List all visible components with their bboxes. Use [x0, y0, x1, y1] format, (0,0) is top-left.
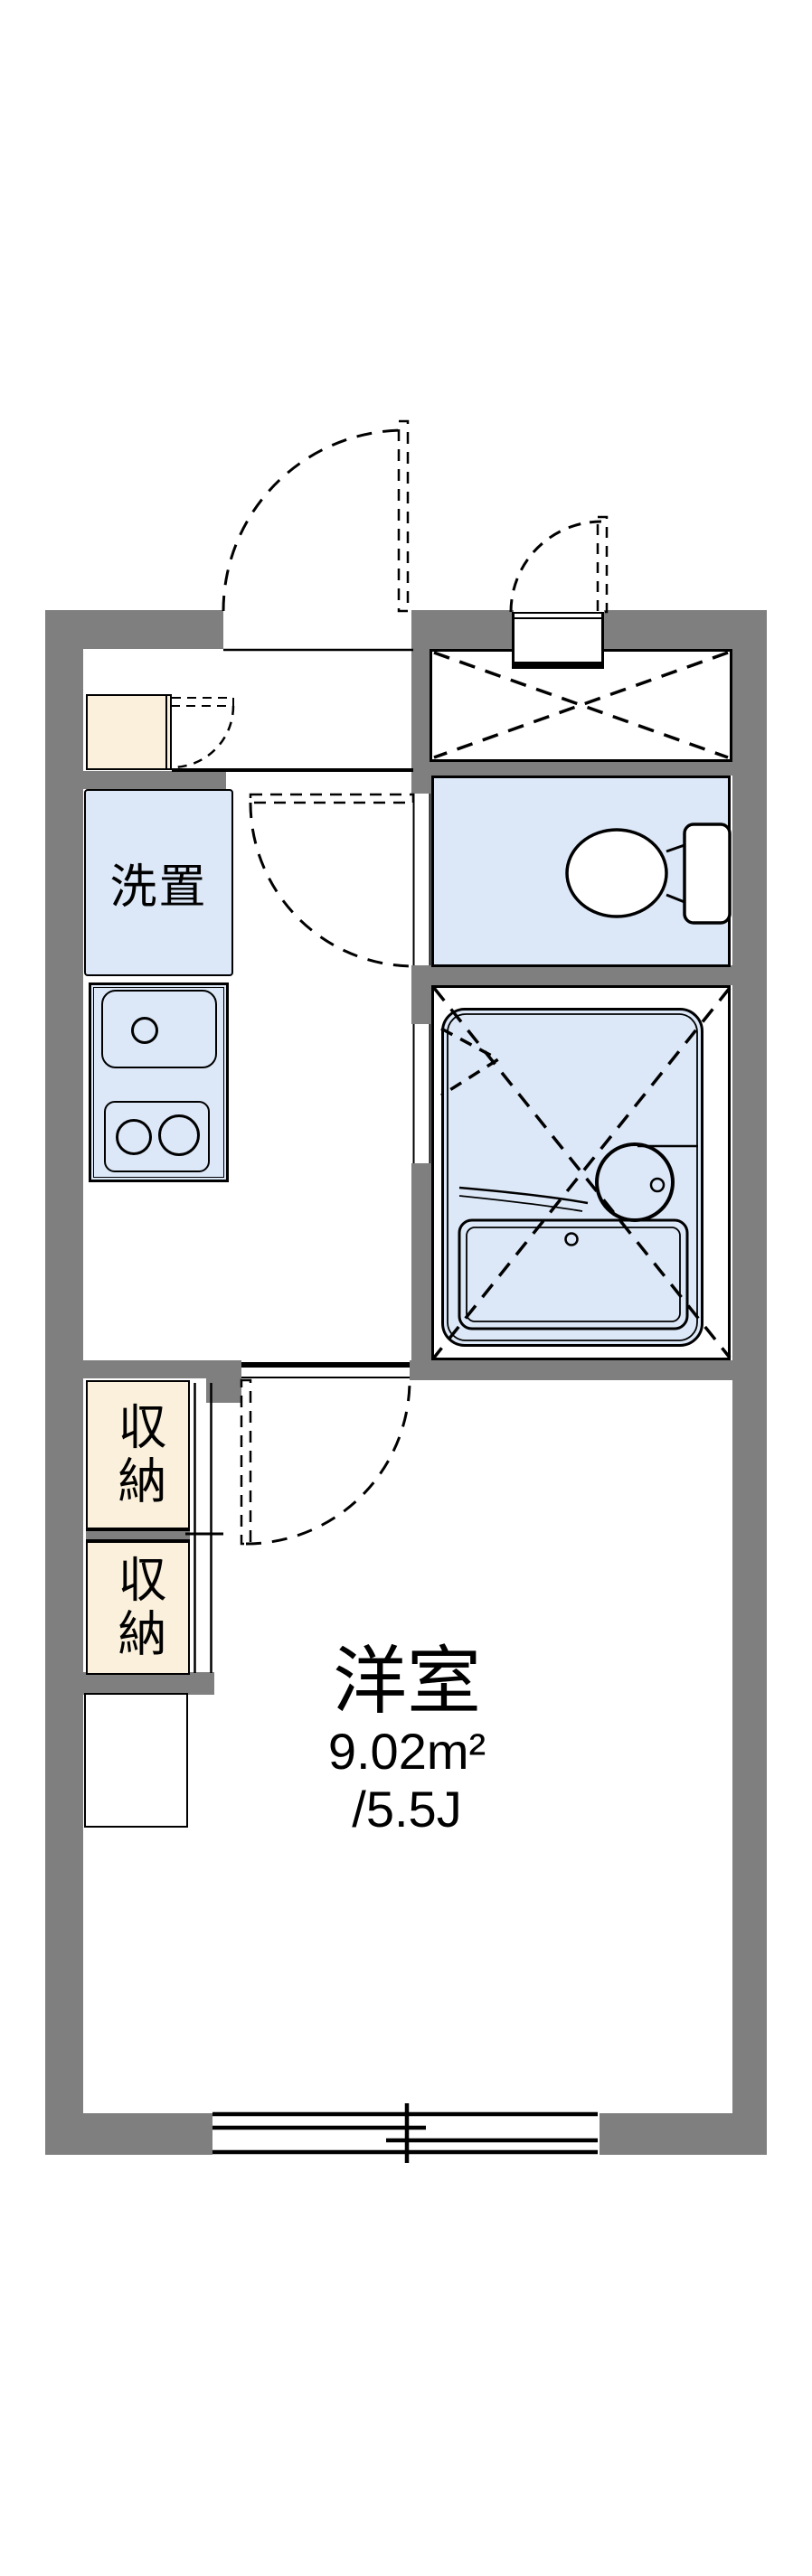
entrance-door-swing: [222, 419, 410, 613]
unit-bath: [441, 1008, 703, 1347]
window-sliding: [212, 2111, 598, 2157]
wall-hall-room: [79, 1358, 244, 1381]
service-door-swing: [509, 515, 609, 614]
wall-left: [42, 607, 86, 2158]
room-door-swing: [240, 1378, 411, 1546]
wall-storage-stub: [79, 1669, 217, 1697]
storage-upper: [86, 1380, 190, 1529]
room-area-tatami: /5.5J: [352, 1781, 462, 1838]
wall-hall-divider-lower: [409, 1161, 434, 1365]
room-door-head: [241, 1362, 410, 1368]
wall-genkan-stub: [79, 768, 229, 792]
storage-divider: [86, 1529, 190, 1541]
toilet-door-swing: [249, 793, 415, 968]
kitchen-sink: [101, 990, 217, 1068]
kitchen-unit-inner-line: [93, 987, 224, 1178]
room-area-sqm: 9.02m²: [327, 1723, 486, 1780]
wall-toilet-bath: [409, 963, 737, 988]
counter: [84, 1693, 188, 1828]
toilet-room: [431, 776, 731, 967]
main-room-label: 洋室 9.02m² /5.5J: [280, 1641, 533, 1838]
faucet-icon: [131, 1017, 158, 1044]
stove-burner-left-icon: [116, 1119, 152, 1155]
service-door-recess: [512, 612, 604, 669]
shoe-cabinet: [86, 694, 172, 770]
storage-lower: [86, 1541, 190, 1675]
wall-bottom-right: [597, 2111, 770, 2158]
wall-hall-room-tab: [203, 1376, 244, 1406]
laundry-area: [84, 789, 233, 976]
wall-bath-room: [407, 1358, 737, 1383]
storage-upper-label: 収納: [110, 1400, 165, 1509]
storage-lower-label: 収納: [110, 1554, 165, 1662]
stove-burner-right-icon: [158, 1114, 200, 1156]
storage-sliding-doors: [185, 1383, 223, 1673]
laundry-label: 洗置: [109, 861, 208, 914]
kitchen-unit: [89, 982, 229, 1182]
wall-right: [730, 607, 770, 2158]
shoe-cabinet-door-swing: [165, 696, 235, 769]
room-name: 洋室: [332, 1641, 481, 1723]
wall-bottom-left: [42, 2111, 215, 2158]
kitchen-stove: [104, 1101, 210, 1172]
